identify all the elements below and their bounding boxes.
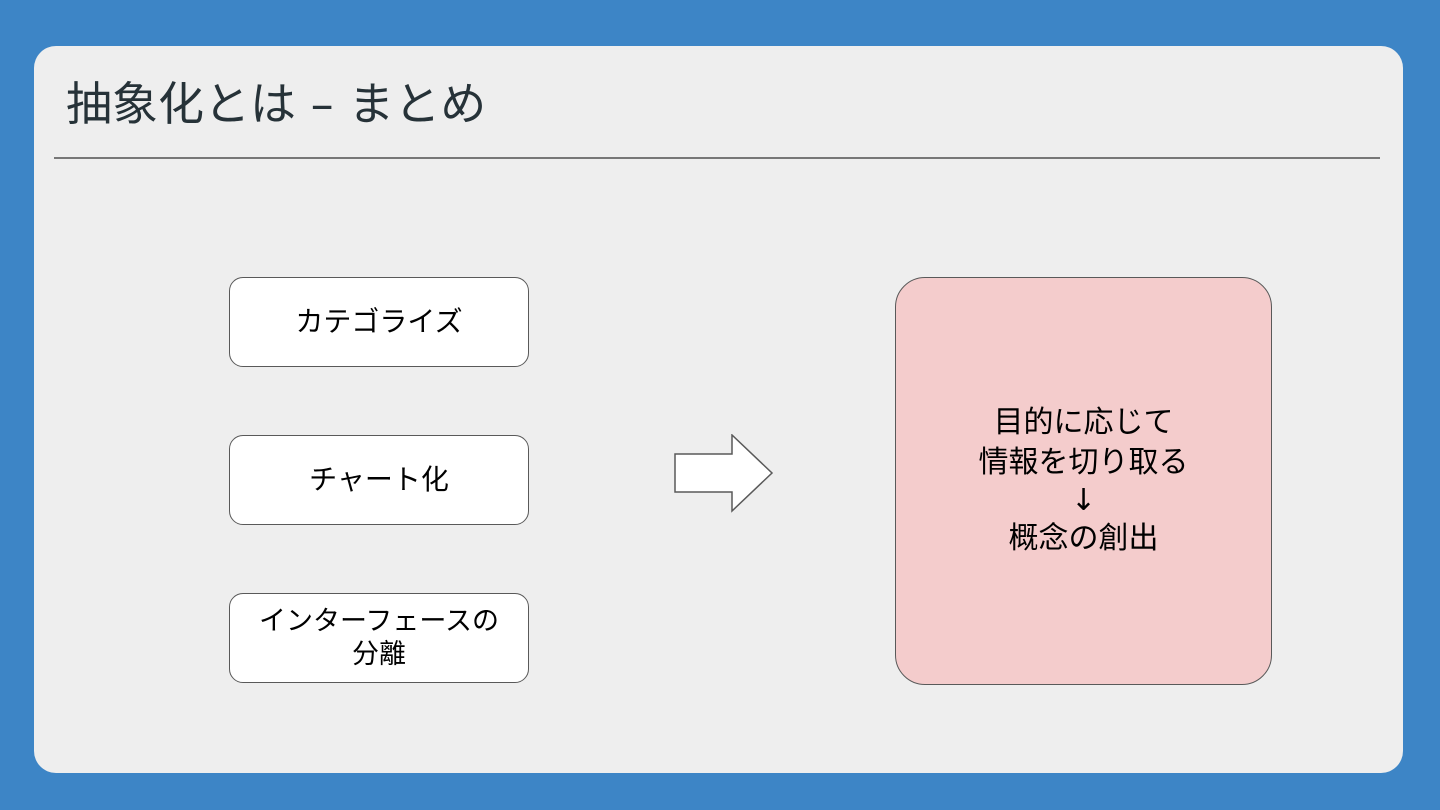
result-line-concept: 概念の創出 (1008, 521, 1159, 556)
item-label-categorize: カテゴライズ (295, 305, 463, 338)
result-line-purpose: 目的に応じて (993, 405, 1174, 440)
item-label-interface-separation: インターフェースの 分離 (258, 606, 500, 670)
right-arrow-icon (674, 434, 774, 513)
down-arrow-icon: ↓ (1070, 483, 1097, 518)
title-divider (54, 157, 1380, 159)
item-box-interface-separation: インターフェースの 分離 (229, 593, 529, 683)
result-line-cut-info: 情報を切り取る (978, 445, 1189, 480)
slide-title: 抽象化とは – まとめ (66, 77, 487, 131)
item-box-categorize: カテゴライズ (229, 277, 529, 367)
item-label-chart: チャート化 (309, 463, 449, 496)
item-box-chart: チャート化 (229, 435, 529, 525)
slide-card: 抽象化とは – まとめ カテゴライズ チャート化 インターフェースの 分離 目的… (34, 46, 1403, 773)
result-box: 目的に応じて 情報を切り取る ↓ 概念の創出 (895, 277, 1272, 685)
